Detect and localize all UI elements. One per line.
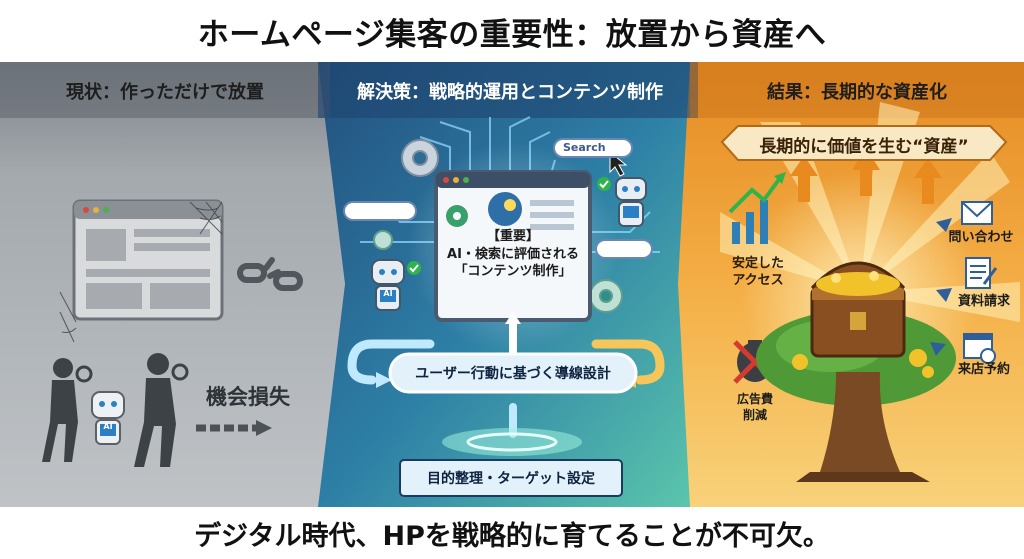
monitor-text: 【重要】 AI・検索に評価される 「コンテンツ制作」 [437, 228, 589, 281]
goal-target-label: 目的整理・ターゲット設定 [427, 471, 595, 487]
robot-icon-mid-left [371, 259, 421, 311]
ad-cost-line-1: 広告費 [736, 392, 773, 406]
treasure-chest-icon [792, 261, 934, 378]
opportunity-loss-label: 機会損失 [206, 385, 290, 409]
monitor-icon [434, 170, 592, 322]
document-request-label: 資料請求 [957, 294, 1010, 309]
diagram-background [0, 62, 1024, 507]
cursor-icon [609, 150, 628, 177]
diagram-stage: 現状：作っただけで放置 解決策：戦略的運用とコンテンツ制作 結果：長期的な資産化… [0, 62, 1024, 507]
search-bar-small [343, 201, 417, 221]
flow-arrow-loop [347, 339, 665, 385]
stable-access-line-1: 安定した [731, 256, 784, 271]
inquiry-label: 問い合わせ [948, 230, 1014, 245]
banner-ribbon [720, 125, 1008, 161]
growth-chart-icon [728, 172, 786, 244]
gear-icon-3 [373, 230, 393, 250]
stable-access-label: 安定した アクセス [716, 256, 800, 290]
search-input: Search [553, 138, 633, 158]
platform-base [442, 428, 582, 456]
middle-header: 解決策：戦略的運用とコンテンツ制作 [357, 82, 663, 103]
gear-icon [401, 139, 439, 177]
walking-person-icon-2 [134, 353, 189, 467]
broken-link-icon [237, 257, 303, 291]
flow-design-label: ユーザー行動に基づく導線設計 [415, 366, 611, 382]
page-title: ホームページ集客の重要性：放置から資産へ [197, 16, 827, 53]
flow-pill-bg [388, 352, 638, 394]
calendar-icon [963, 333, 996, 364]
robot-badge-mid: AI [383, 289, 393, 298]
abandoned-website-icon [72, 199, 224, 321]
document-icon [965, 257, 998, 289]
left-header: 現状：作っただけで放置 [66, 82, 264, 103]
walking-person-icon [42, 358, 93, 462]
right-header: 結果：長期的な資産化 [767, 82, 947, 103]
monitor-line-2: AI・検索に評価される [447, 246, 579, 262]
cobweb-icon [59, 201, 223, 343]
gear-icon-2 [589, 279, 623, 313]
stable-access-line-2: アクセス [732, 272, 784, 288]
search-bar-small-2 [595, 239, 653, 259]
ad-cost-line-2: 削減 [742, 407, 767, 422]
asset-banner: 長期的に価値を生む“資産” [759, 136, 969, 157]
robot-badge-left: AI [103, 422, 113, 431]
robot-icon-left [91, 391, 125, 445]
store-reservation-label: 来店予約 [957, 362, 1010, 377]
monitor-line-1: 【重要】 [486, 229, 539, 244]
inbound-arrows [930, 218, 952, 356]
monitor-line-3: 「コンテンツ制作」 [454, 264, 572, 280]
base-pill-bg [399, 459, 623, 497]
mail-icon [961, 201, 993, 225]
ad-cost-reduction-label: 広告費 削減 [722, 392, 788, 423]
robot-icon-mid-right [597, 177, 647, 227]
footer-caption: デジタル時代、HPを戦略的に育てることが不可欠。 [194, 520, 830, 552]
